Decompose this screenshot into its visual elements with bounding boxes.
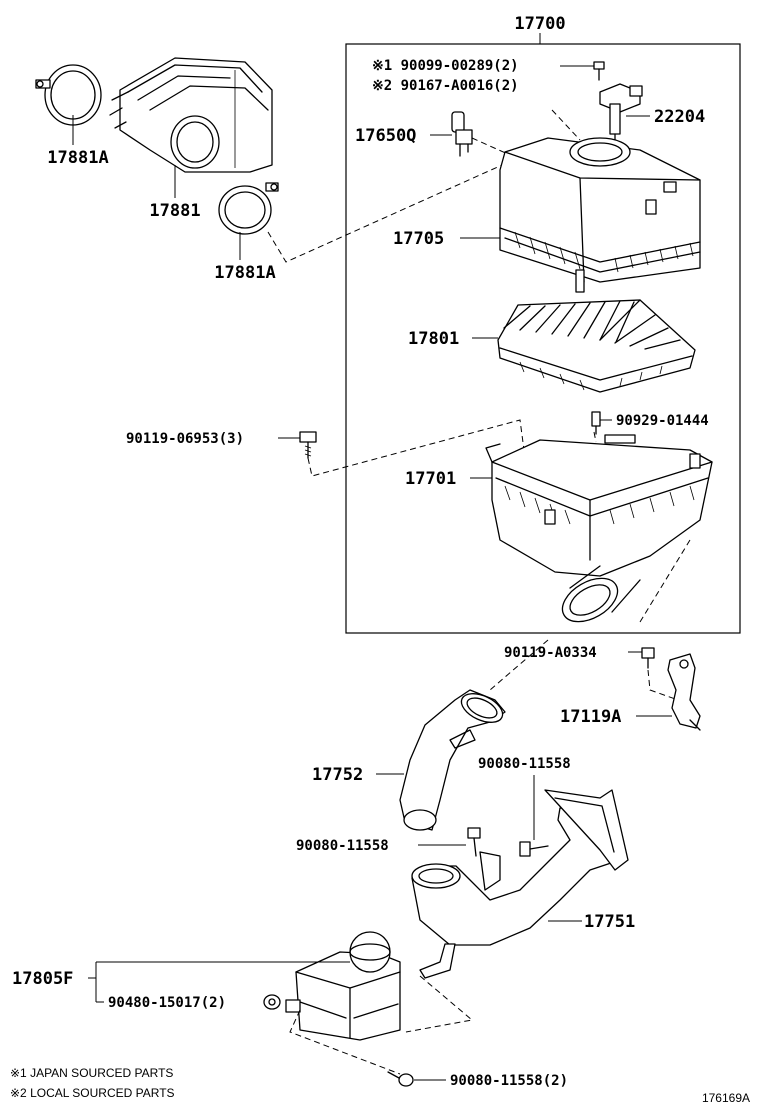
label-17650q: 17650Q <box>355 126 416 146</box>
label-90119-a0334: 90119-A0334 <box>504 645 597 661</box>
intake-duct-17751[interactable] <box>411 789 629 979</box>
footnote-japan: ※1 JAPAN SOURCED PARTS <box>10 1066 173 1080</box>
label-17801: 17801 <box>408 329 459 349</box>
airflow-meter-22204[interactable] <box>599 83 643 147</box>
intake-duct-17752[interactable] <box>399 688 507 831</box>
bracket-17119a[interactable] <box>667 653 701 731</box>
label-90480: 90480-15017(2) <box>108 995 226 1011</box>
label-90167: ※2 90167-A0016(2) <box>372 78 519 94</box>
hose-clamp-17881a-top[interactable] <box>35 64 102 126</box>
bolt-90080-c-icon[interactable] <box>387 1071 414 1087</box>
bolt-90080-b-icon[interactable] <box>467 827 481 857</box>
valve-17650q[interactable] <box>451 111 473 157</box>
label-90929: 90929-01444 <box>616 413 709 429</box>
label-17805f: 17805F <box>12 969 73 989</box>
air-filter-element-17801[interactable] <box>497 299 696 393</box>
clip-90929-icon[interactable] <box>591 411 601 435</box>
resonator-17805f[interactable] <box>285 931 401 1041</box>
air-cleaner-case-17701[interactable] <box>485 434 713 631</box>
bolt-90119-06953-icon[interactable] <box>299 431 317 459</box>
label-17881a-bottom: 17881A <box>214 263 275 283</box>
figure-id: 176169A <box>702 1091 750 1105</box>
footnote-local: ※2 LOCAL SOURCED PARTS <box>10 1086 175 1100</box>
label-90119-06953: 90119-06953(3) <box>126 431 244 447</box>
label-17752: 17752 <box>312 765 363 785</box>
label-17881: 17881 <box>149 201 200 221</box>
bolt-90119-a0334-icon[interactable] <box>641 647 655 669</box>
label-17881a-top: 17881A <box>47 148 108 168</box>
label-17705: 17705 <box>393 229 444 249</box>
grommet-90480-icon[interactable] <box>263 994 281 1010</box>
label-90080-b: 90080-11558 <box>296 838 389 854</box>
label-90099: ※1 90099-00289(2) <box>372 58 519 74</box>
air-cleaner-cap-17705[interactable] <box>499 137 701 293</box>
hose-clamp-17881a-bottom[interactable] <box>218 182 279 235</box>
label-17119a: 17119A <box>560 707 621 727</box>
intake-hose-17881[interactable] <box>109 57 273 173</box>
assembly-frame <box>345 43 741 634</box>
label-90080-a: 90080-11558 <box>478 756 571 772</box>
label-17700: 17700 <box>514 14 565 34</box>
label-90080-c: 90080-11558(2) <box>450 1073 568 1089</box>
label-17751: 17751 <box>584 912 635 932</box>
label-17701: 17701 <box>405 469 456 489</box>
label-22204: 22204 <box>654 107 705 127</box>
bolt-90080-a-icon[interactable] <box>519 841 549 857</box>
screw-90099-icon[interactable] <box>593 61 605 81</box>
